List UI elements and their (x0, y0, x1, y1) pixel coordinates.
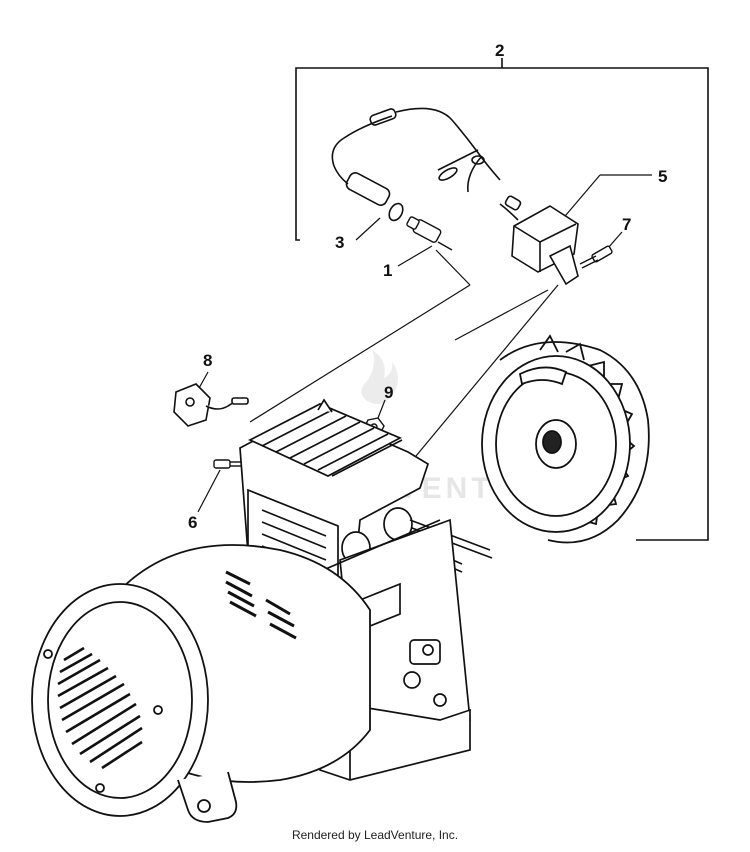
ignition-coil (499, 195, 579, 286)
leader-lines (197, 174, 652, 513)
spark-plug-wire (331, 107, 501, 222)
callout-labels: 2 3 1 5 7 8 9 6 (188, 41, 667, 532)
coil-screw (579, 245, 613, 269)
callout-1: 1 (383, 261, 392, 280)
callout-3: 3 (335, 233, 344, 252)
callout-8: 8 (203, 351, 212, 370)
stop-switch (173, 383, 249, 427)
bracket-part-2 (295, 58, 709, 541)
callout-9: 9 (384, 383, 393, 402)
generator-housing (31, 544, 371, 823)
spark-plug (406, 216, 453, 251)
callout-6: 6 (188, 513, 197, 532)
callout-7: 7 (622, 215, 631, 234)
callout-5: 5 (658, 167, 667, 186)
footer-credit: Rendered by LeadVenture, Inc. (291, 828, 459, 842)
callout-2: 2 (495, 41, 504, 60)
flywheel (481, 334, 650, 544)
